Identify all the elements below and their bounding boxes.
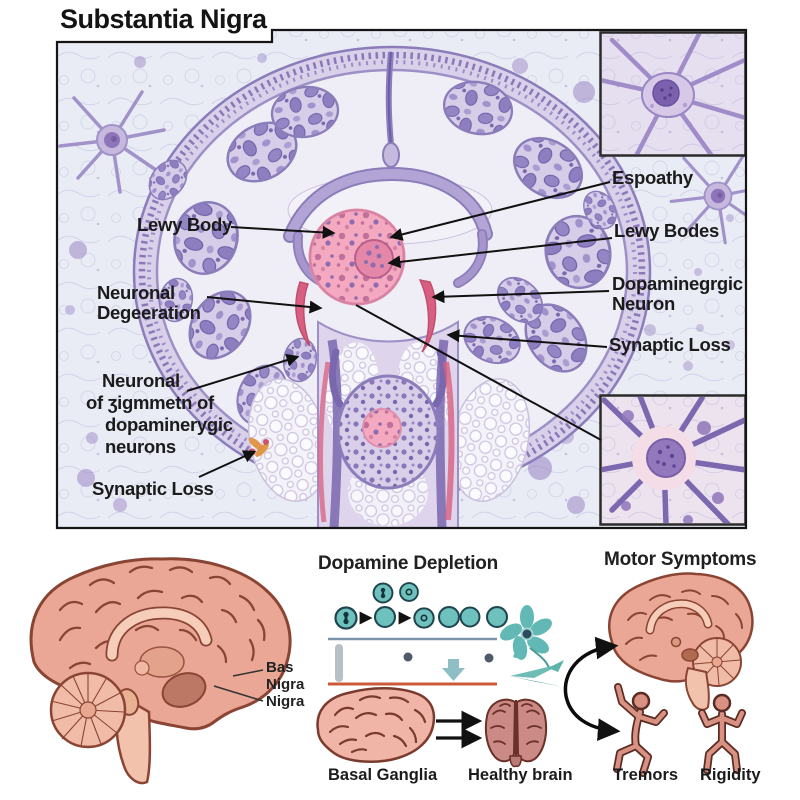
label-synaptic-loss-left: Synaptic Loss: [92, 478, 214, 499]
label-rigidity: Rigidity: [700, 766, 761, 784]
inset-neuron-top: [599, 31, 747, 157]
label-neuronal-pigment-loss: Neuronal of ʒigmmetn of dopaminerygic ne…: [86, 370, 233, 457]
label-substantia-nigra-pointer: Bas Nigra Nigra: [266, 659, 305, 710]
heading-dopamine-depletion: Dopamine Depletion: [318, 553, 499, 574]
cause-effect-arrow: [563, 636, 621, 742]
page-title: Substantia Nigra: [60, 4, 267, 34]
healthy-brain: [484, 698, 548, 768]
label-tremors: Tremors: [613, 766, 679, 784]
paper-plane-icon: [510, 660, 564, 687]
flower-icon: [500, 605, 552, 669]
cerebellum: [49, 671, 127, 749]
stem-pink-core: [362, 408, 402, 448]
lewy-body-mass: [308, 208, 406, 306]
label-basal-ganglia: Basal Ganglia: [328, 766, 438, 784]
inset-neuron-bottom: [599, 394, 747, 526]
tremors-figure: [613, 683, 668, 777]
histology-panel: [55, 28, 748, 530]
stem-structure: [317, 320, 459, 528]
label-lewy-bodes: Lewy Bodes: [614, 220, 719, 241]
label-espoathy: Espoathy: [612, 167, 693, 188]
basal-ganglia-brain: [316, 687, 436, 763]
label-lewy-body: Lewy Body: [137, 214, 232, 235]
heading-motor-symptoms: Motor Symptoms: [604, 549, 757, 570]
dopamine-depletion-diagram: [316, 582, 564, 768]
receptor-bar: [335, 644, 343, 682]
label-synaptic-loss-right: Synaptic Loss: [609, 334, 731, 355]
motor-brain: [608, 572, 754, 711]
depletion-down-arrow: [442, 659, 465, 681]
rigidity-figure: [698, 693, 746, 774]
sagittal-brain-illustration: [29, 557, 292, 785]
synapse-fragments: [248, 437, 269, 457]
motor-symptoms-group: [563, 572, 754, 777]
panel-border: [55, 28, 748, 530]
label-dopaminergic-neuron: Dopaminegrgic Neuron: [612, 273, 743, 314]
label-healthy-brain: Healthy brain: [468, 766, 573, 784]
annotation-arrows: [186, 181, 613, 478]
brain-section-micrograph: [132, 45, 652, 528]
label-neuronal-degeneration: Neuronal Degeeration: [97, 282, 201, 323]
